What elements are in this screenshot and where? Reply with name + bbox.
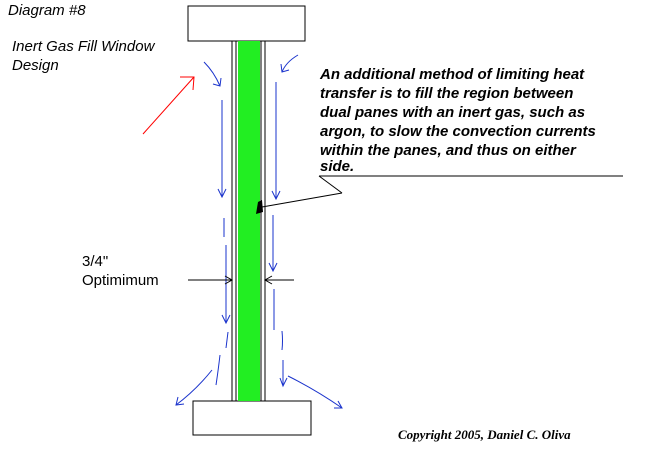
- gap-optimum-label: Optimimum: [82, 272, 159, 289]
- description-leader: [261, 175, 623, 208]
- top-frame: [187, 5, 306, 42]
- gap-dimension: [188, 275, 294, 285]
- description-line-2: transfer is to fill the region between: [320, 85, 574, 102]
- diagram-subtitle-line-2: Design: [12, 57, 59, 74]
- description-line-1: An additional method of limiting heat: [320, 66, 585, 83]
- bottom-frame: [192, 400, 312, 436]
- description-line-6: side.: [320, 158, 355, 175]
- leader-tip-marker: [256, 200, 263, 214]
- incoming-heat-arrow: [142, 76, 195, 135]
- convection-arrows: [175, 54, 343, 409]
- gap-size-label: 3/4": [82, 253, 109, 270]
- diagram-title: Diagram #8: [8, 2, 86, 19]
- inert-gas-fill: [238, 41, 260, 401]
- description-line-4: argon, to slow the convection currents: [320, 123, 596, 140]
- description-line-5: within the panes, and thus on either: [320, 142, 576, 159]
- copyright-notice: Copyright 2005, Daniel C. Oliva: [398, 427, 571, 442]
- description-line-3: dual panes with an inert gas, such as: [320, 104, 586, 121]
- diagram-subtitle-line-1: Inert Gas Fill Window: [12, 38, 155, 55]
